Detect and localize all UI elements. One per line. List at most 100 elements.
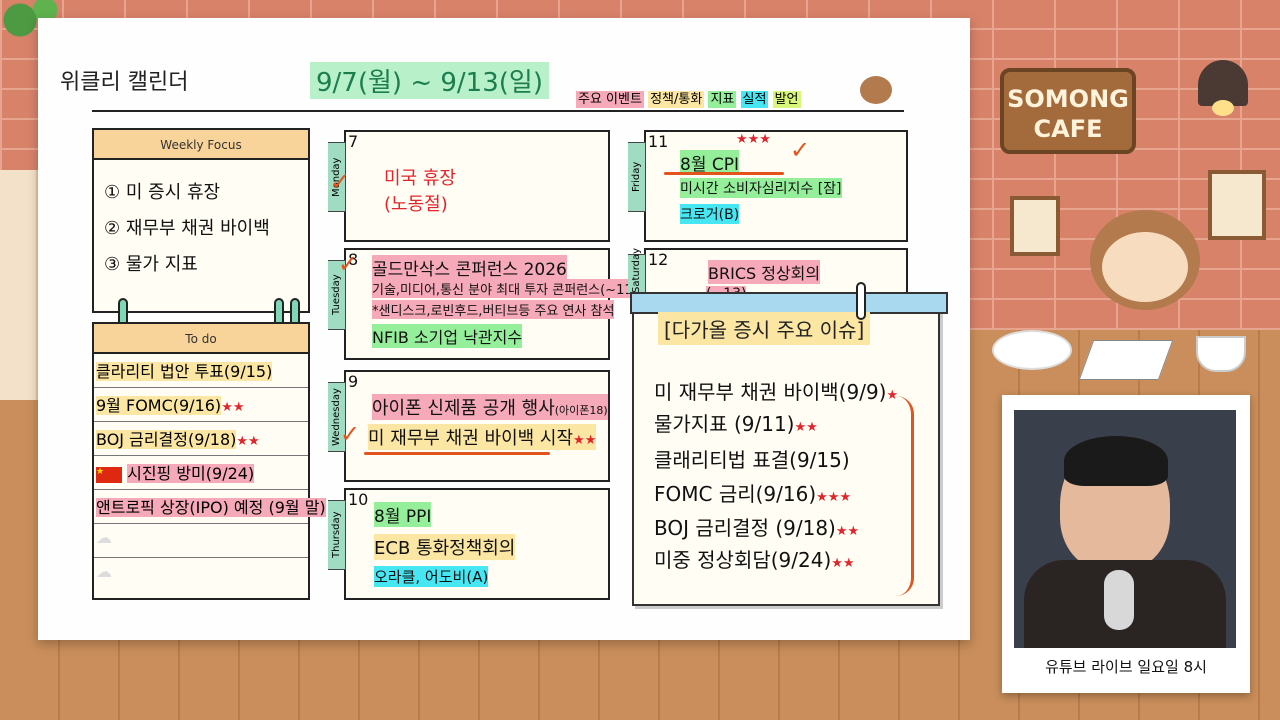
issue-item: BOJ 금리결정 (9/18)★★ <box>654 512 859 541</box>
issues-card-header-bar <box>630 292 948 314</box>
strawberry-picture-frame <box>1010 196 1060 256</box>
event-earnings: 오라클, 어도비(A) <box>374 566 489 587</box>
importance-stars: ★★ <box>831 556 855 571</box>
lamp-icon <box>1198 60 1248 106</box>
focus-item: ③ 물가 지표 <box>104 254 198 275</box>
importance-stars: ★★ <box>236 434 260 449</box>
todo-row: 앤트로픽 상장(IPO) 예정 (9월 말) <box>94 490 326 524</box>
event-ppi: 8월 PPI <box>374 502 432 527</box>
importance-stars: ★ <box>886 388 899 403</box>
issue-item: 클래리티법 표결(9/15) <box>654 444 850 473</box>
event-conference-speakers: *샌디스크,로빈후드,버티브등 주요 연사 참석 <box>372 300 615 319</box>
host-hair <box>1064 436 1168 486</box>
event-ecb: ECB 통화정책회의 <box>374 534 516 560</box>
day-number: 8 <box>348 250 359 269</box>
issue-item: 미중 정상회담(9/24)★★ <box>654 544 855 573</box>
event-treasury-buyback-text: 미 재무부 채권 바이백 시작 <box>368 428 574 449</box>
importance-stars: ★★ <box>794 420 818 435</box>
day-number: 7 <box>348 132 359 151</box>
todo-row: 클라리티 법안 투표(9/15) <box>94 354 308 388</box>
todo-header: To do <box>94 324 308 354</box>
event-cpi: 8월 CPI <box>680 150 739 175</box>
issue-text: 클래리티법 표결(9/15) <box>654 448 850 472</box>
todo-row: ★ 시진핑 방미(9/24) <box>94 456 308 490</box>
event-holiday-note: (노동절) <box>384 194 448 215</box>
day-tab-friday: Friday <box>628 142 646 212</box>
checkmark-icon: ✓ <box>790 136 811 164</box>
checkmark-icon: ✓ <box>338 250 359 278</box>
upcoming-issues-card: [다가올 증시 주요 이슈] 미 재무부 채권 바이백(9/9)★ 물가지표 (… <box>630 292 948 606</box>
title-divider <box>92 110 904 112</box>
todo-text: BOJ 금리결정(9/18) <box>96 430 237 449</box>
importance-stars: ★★★ <box>736 132 771 147</box>
todo-text: 9월 FOMC(9/16) <box>96 396 222 415</box>
checkmark-icon: ✓ <box>340 420 361 448</box>
issue-text: 미중 정상회담(9/24) <box>654 548 832 572</box>
focus-item: ② 재무부 채권 바이백 <box>104 218 270 239</box>
calendar-title: 위클리 캘린더 <box>60 70 189 95</box>
day-friday: Friday 11 8월 CPI ★★★ 미시간 소비자심리지수 [잠] 크로거… <box>628 130 908 242</box>
bracket-annotation <box>896 396 914 596</box>
day-number: 12 <box>648 250 669 269</box>
cloud-icon: ☁ <box>96 562 112 581</box>
window-decoration <box>0 170 40 400</box>
cafe-sign: SOMONG CAFE <box>1000 68 1136 154</box>
issue-item: 미 재무부 채권 바이백(9/9)★ <box>654 376 898 405</box>
event-goldman-conference: 골드만삭스 콘퍼런스 2026 <box>372 255 567 280</box>
day-tab-thursday: Thursday <box>328 500 346 570</box>
day-thursday: Thursday 10 8월 PPI ECB 통화정책회의 오라클, 어도비(A… <box>328 488 610 600</box>
day-monday: Monday 7 미국 휴장 (노동절) <box>328 130 610 242</box>
todo-text: 앤트로픽 상장(IPO) 예정 (9월 말) <box>96 498 326 517</box>
issue-text: 물가지표 (9/11) <box>654 412 795 436</box>
china-flag-icon: ★ <box>96 466 122 483</box>
event-iphone-launch-text: 아이폰 신제품 공개 행사 <box>372 398 555 419</box>
highlight-underline <box>664 172 784 175</box>
monkey-flag-icon <box>860 76 892 104</box>
legend-remarks: 발언 <box>772 91 801 108</box>
todo-row: 9월 FOMC(9/16)★★ <box>94 388 308 422</box>
issue-text: 미 재무부 채권 바이백(9/9) <box>654 380 887 404</box>
todo-row-empty: ☁ <box>94 524 308 558</box>
category-legend: 주요 이벤트 정책/통화 지표 실적 발언 <box>576 88 801 108</box>
calendar-date-range: 9/7(월) ~ 9/13(일) <box>310 62 549 99</box>
importance-stars: ★★ <box>221 400 245 415</box>
binder-ring <box>856 282 866 320</box>
todo-box: To do 클라리티 법안 투표(9/15) 9월 FOMC(9/16)★★ B… <box>92 322 326 600</box>
bulb-icon <box>1212 100 1234 116</box>
legend-policy: 정책/통화 <box>648 91 705 108</box>
event-brics: BRICS 정상회의 <box>708 260 821 284</box>
cloud-icon: ☁ <box>96 528 112 547</box>
issues-title: [다가올 증시 주요 이슈] <box>658 312 871 345</box>
checkmark-icon: ✓ <box>330 168 351 196</box>
cafe-sign-line-2: CAFE <box>1033 115 1103 143</box>
day-tab-saturday: Saturday <box>628 248 646 294</box>
cake-icon <box>992 330 1072 370</box>
cafe-sign-line-1: SOMONG <box>1007 85 1129 113</box>
focus-item: ① 미 증시 휴장 <box>104 182 221 203</box>
microphone-icon <box>1104 570 1134 630</box>
event-conference-desc: 기술,미디어,통신 분야 최대 투자 콘퍼런스(~11) <box>372 279 638 298</box>
garden-picture-frame <box>1208 170 1266 240</box>
day-number: 11 <box>648 132 669 151</box>
weekly-focus-box: Weekly Focus ① 미 증시 휴장 ② 재무부 채권 바이백 ③ 물가… <box>92 128 310 313</box>
event-holiday: 미국 휴장 <box>384 168 456 189</box>
todo-text: 시진핑 방미(9/24) <box>127 464 255 483</box>
importance-stars: ★★★ <box>816 490 852 505</box>
day-number: 10 <box>348 490 369 509</box>
todo-row-empty: ☁ <box>94 558 308 592</box>
day-number: 9 <box>348 372 359 391</box>
highlight-underline <box>364 452 550 455</box>
legend-earnings: 실적 <box>740 91 769 108</box>
issue-item: 물가지표 (9/11)★★ <box>654 408 818 437</box>
todo-text: 클라리티 법안 투표(9/15) <box>96 362 273 381</box>
importance-stars: ★★ <box>835 524 860 539</box>
monkey-face <box>1102 232 1188 302</box>
event-kroger-earnings: 크로거(B) <box>680 204 740 224</box>
issue-text: BOJ 금리결정 (9/18) <box>654 516 836 540</box>
coffee-cup-icon <box>1196 336 1246 372</box>
legend-events: 주요 이벤트 <box>576 91 644 108</box>
weekly-focus-header: Weekly Focus <box>94 130 308 160</box>
day-saturday: Saturday 12 BRICS 정상회의 <box>628 248 908 298</box>
legend-indicators: 지표 <box>708 91 737 108</box>
notebook-icon <box>1078 340 1174 380</box>
